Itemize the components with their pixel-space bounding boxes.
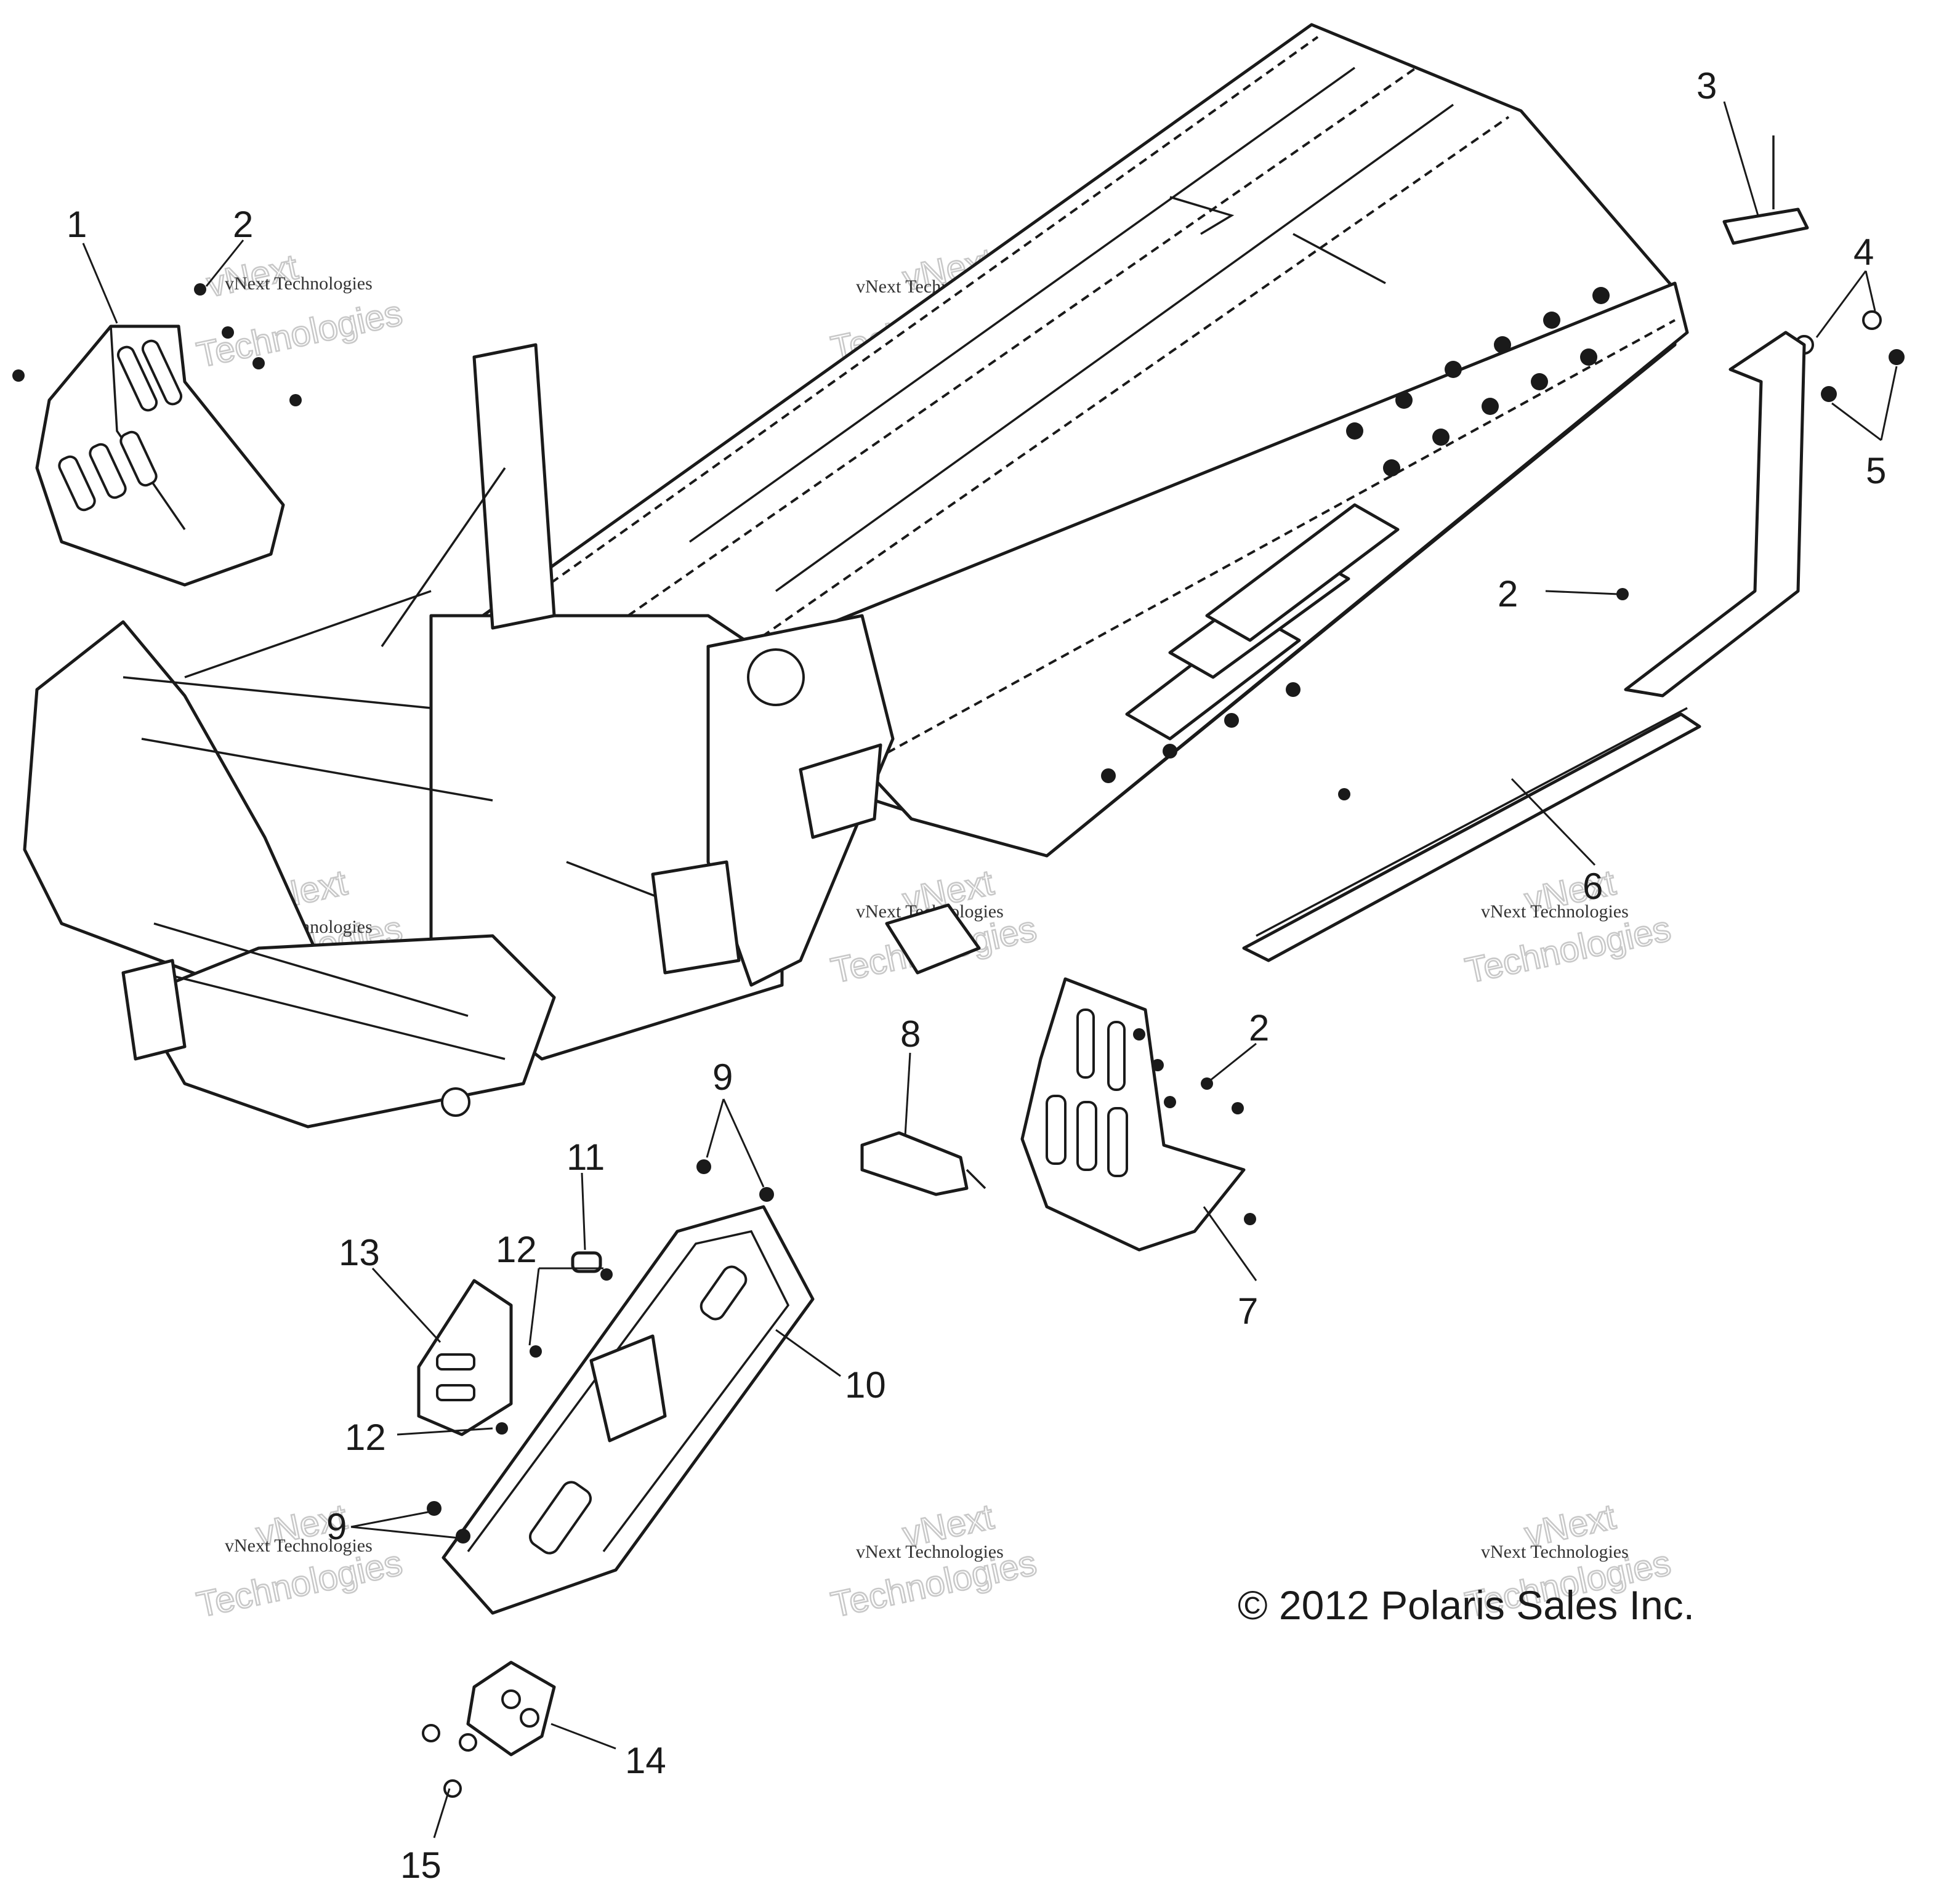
part-7-protector-right [1020, 977, 1256, 1252]
svg-text:vNext Technologies: vNext Technologies [856, 1542, 1004, 1562]
callout-4: 4 [1853, 231, 1874, 273]
part-3-bumper-clip [1722, 135, 1809, 245]
callout-6: 6 [1583, 866, 1603, 907]
part-4-5-washer-nut [1794, 310, 1905, 402]
screw-icon [252, 357, 265, 369]
callout-10: 10 [845, 1364, 886, 1406]
callout-15: 15 [400, 1845, 442, 1886]
part-15-fasteners [422, 1724, 477, 1798]
copyright-notice: © 2012 Polaris Sales Inc. [1238, 1582, 1695, 1628]
spindle-left [121, 959, 187, 1061]
tunnel-ridge [688, 66, 1454, 592]
nut-icon [427, 1501, 442, 1516]
callout-9: 9 [712, 1057, 733, 1098]
tunnel-rail-right [738, 116, 1510, 654]
leader-lines [82, 101, 1898, 1838]
tunnel-panel-line [1169, 196, 1386, 284]
bulkhead-plate [706, 614, 895, 987]
suspension-link-lower [153, 922, 506, 1060]
screw-icon [12, 369, 25, 382]
callout-1: 1 [67, 204, 87, 245]
part-14-hitch-bracket [466, 1661, 556, 1757]
callout-5: 5 [1866, 450, 1886, 491]
callout-7: 7 [1238, 1290, 1258, 1332]
watermark: vNext Technologies vNext Technologies [193, 1496, 406, 1626]
callout-9: 9 [326, 1506, 347, 1547]
screw-icon [1151, 1059, 1164, 1071]
svg-text:vNext Technologies: vNext Technologies [1481, 901, 1629, 922]
running-board-edge [800, 319, 1676, 802]
tunnel-holes [1101, 287, 1610, 783]
callout-2: 2 [1498, 573, 1518, 614]
screw-icon [600, 1268, 613, 1281]
callout-13: 13 [339, 1232, 380, 1273]
nut-icon [696, 1159, 711, 1174]
svg-text:vNext Technologies: vNext Technologies [225, 1536, 373, 1556]
callout-12: 12 [496, 1229, 537, 1270]
callout-3: 3 [1696, 65, 1717, 107]
nut-icon [456, 1529, 470, 1544]
callout-2: 2 [233, 204, 253, 245]
rivet-icon [459, 1733, 477, 1752]
watermark: vNext Technologies vNext Technologies [1461, 862, 1675, 992]
nut-icon [496, 1422, 508, 1435]
tunnel-rail-center [627, 66, 1418, 617]
callout-12: 12 [345, 1417, 386, 1458]
nut-icon [759, 1187, 774, 1202]
watermark: vNext Technologies vNext Technologies [193, 246, 406, 376]
watermark: vNext Technologies vNext Technologies [827, 1496, 1041, 1626]
bulkhead-cutout [799, 743, 882, 839]
svg-text:vNext Technologies: vNext Technologies [1481, 1542, 1629, 1562]
washer-icon [1862, 310, 1882, 330]
nut-icon [530, 1345, 542, 1358]
callout-8: 8 [900, 1013, 921, 1055]
screw-icon [1232, 1102, 1244, 1114]
tunnel-rail-left [504, 36, 1319, 617]
nut-icon [1821, 386, 1837, 402]
chassis-assembly [23, 23, 1689, 1129]
screw-icon [1133, 1028, 1145, 1041]
screw-icon [222, 326, 234, 339]
screw-icon [1616, 588, 1629, 600]
screw-icon [1338, 788, 1350, 800]
side-running-board [756, 281, 1689, 858]
steering-column [472, 343, 556, 630]
callouts: 1 2 3 4 5 2 6 2 8 9 11 7 12 13 10 12 9 1… [67, 65, 1886, 1886]
part-13-bracket [417, 1279, 542, 1436]
callout-14: 14 [625, 1740, 666, 1781]
screw-icon [1164, 1096, 1176, 1108]
suspension-link-upper [123, 676, 493, 802]
part-8-hinge-bracket [860, 903, 986, 1196]
ball-joint [441, 1087, 470, 1117]
screw-icon [194, 283, 206, 296]
screw-icon [1244, 1213, 1256, 1225]
part-6-rear-rail [1242, 331, 1806, 962]
svg-text:vNext Technologies: vNext Technologies [225, 273, 373, 294]
footrest-slots [1125, 503, 1400, 741]
part-11-clip [571, 1251, 613, 1281]
screw-icon [289, 394, 302, 406]
callout-2: 2 [1249, 1007, 1269, 1049]
part-1-protector-left [12, 283, 302, 587]
front-suspension-left [23, 620, 322, 999]
rivet-icon [422, 1724, 440, 1742]
callout-11: 11 [567, 1137, 605, 1178]
shock-mount [651, 860, 741, 975]
nut-icon [1889, 349, 1905, 365]
bulkhead-port [747, 648, 805, 706]
part-10-skid-plate [427, 1159, 815, 1615]
